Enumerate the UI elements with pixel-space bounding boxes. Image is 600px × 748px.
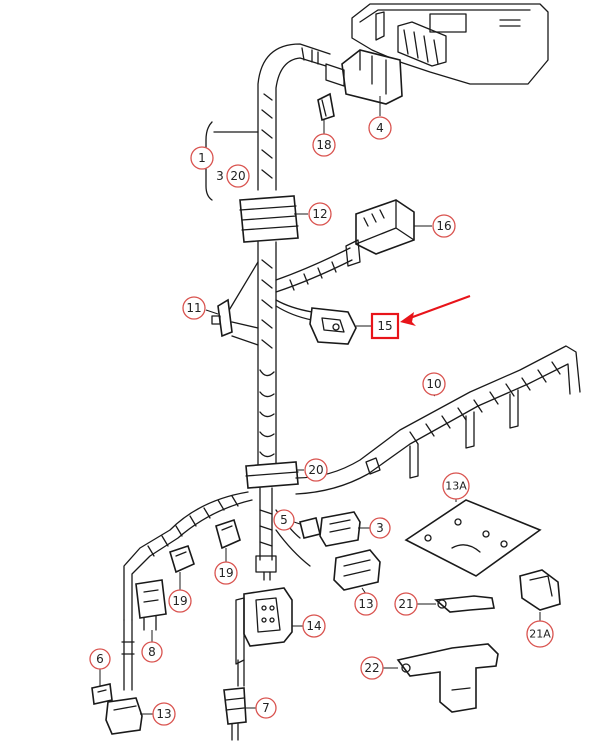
svg-text:19: 19	[172, 594, 187, 608]
connector-8	[135, 579, 167, 631]
connector-13-bottom	[105, 697, 143, 735]
svg-text:3: 3	[216, 169, 224, 183]
callout-16: 16	[432, 214, 456, 238]
bracket-21	[434, 595, 495, 613]
svg-text:7: 7	[262, 701, 270, 715]
svg-text:14: 14	[306, 619, 321, 633]
connector-14	[235, 587, 293, 687]
svg-text:1: 1	[198, 151, 206, 165]
connector-7	[223, 687, 247, 741]
callout-18: 18	[312, 133, 336, 157]
connector-3-group	[299, 511, 361, 547]
svg-text:4: 4	[376, 121, 384, 135]
lower-left-harness	[121, 487, 311, 691]
callout-19-right: 19	[214, 561, 238, 585]
svg-text:10: 10	[426, 377, 441, 391]
svg-text:3: 3	[376, 521, 384, 535]
callout-10: 10	[422, 372, 446, 396]
plate-13a	[404, 499, 542, 577]
callout-19-left: 19	[168, 589, 192, 613]
svg-text:21: 21	[398, 597, 413, 611]
clip-6	[91, 683, 113, 705]
callout-6: 6	[89, 648, 111, 670]
callout-22: 22	[360, 656, 384, 680]
connector-4	[325, 49, 403, 105]
control-unit	[351, 3, 549, 85]
connector-19	[169, 518, 241, 574]
callout-21: 21	[394, 592, 418, 616]
callout-20-top: 20	[226, 164, 250, 188]
callout-3-mid: 3	[369, 517, 391, 539]
svg-text:16: 16	[436, 219, 451, 233]
callout-4: 4	[368, 116, 392, 140]
callout-15-highlighted: 15	[370, 312, 400, 340]
leader-lines	[99, 96, 541, 715]
svg-text:19: 19	[218, 566, 233, 580]
callout-13-mid: 13	[354, 592, 378, 616]
bracket-1	[205, 121, 259, 201]
bracket-22	[396, 643, 499, 713]
svg-text:21A: 21A	[529, 628, 551, 641]
svg-text:15: 15	[377, 319, 392, 333]
connector-15	[309, 307, 357, 345]
callout-13a: 13A	[442, 472, 470, 500]
highlight-arrow	[400, 295, 471, 326]
connector-16	[345, 199, 415, 267]
connector-13-mid	[333, 549, 381, 591]
svg-text:18: 18	[316, 138, 331, 152]
svg-text:11: 11	[186, 301, 201, 315]
svg-text:5: 5	[280, 513, 288, 527]
svg-text:6: 6	[96, 652, 104, 666]
callout-11: 11	[182, 296, 206, 320]
callout-13-bottom: 13	[152, 702, 176, 726]
callout-5: 5	[273, 509, 295, 531]
svg-text:13A: 13A	[445, 480, 467, 493]
main-harness	[227, 43, 353, 489]
callout-8: 8	[141, 641, 163, 663]
svg-text:22: 22	[364, 661, 379, 675]
svg-text:8: 8	[148, 645, 156, 659]
callout-20-mid: 20	[304, 458, 328, 482]
callout-3-top: 3	[216, 169, 224, 183]
clip-18	[317, 92, 335, 122]
callout-21a: 21A	[526, 620, 554, 648]
injector-harness-10	[295, 345, 581, 495]
callout-12: 12	[308, 202, 332, 226]
callout-7: 7	[255, 697, 277, 719]
callout-14: 14	[302, 614, 326, 638]
svg-text:20: 20	[308, 463, 323, 477]
svg-text:12: 12	[312, 207, 327, 221]
svg-text:13: 13	[156, 707, 171, 721]
callout-1: 1	[190, 146, 214, 170]
clip-21a	[519, 569, 561, 611]
svg-text:13: 13	[358, 597, 373, 611]
svg-text:20: 20	[230, 169, 245, 183]
clip-11	[211, 298, 233, 338]
